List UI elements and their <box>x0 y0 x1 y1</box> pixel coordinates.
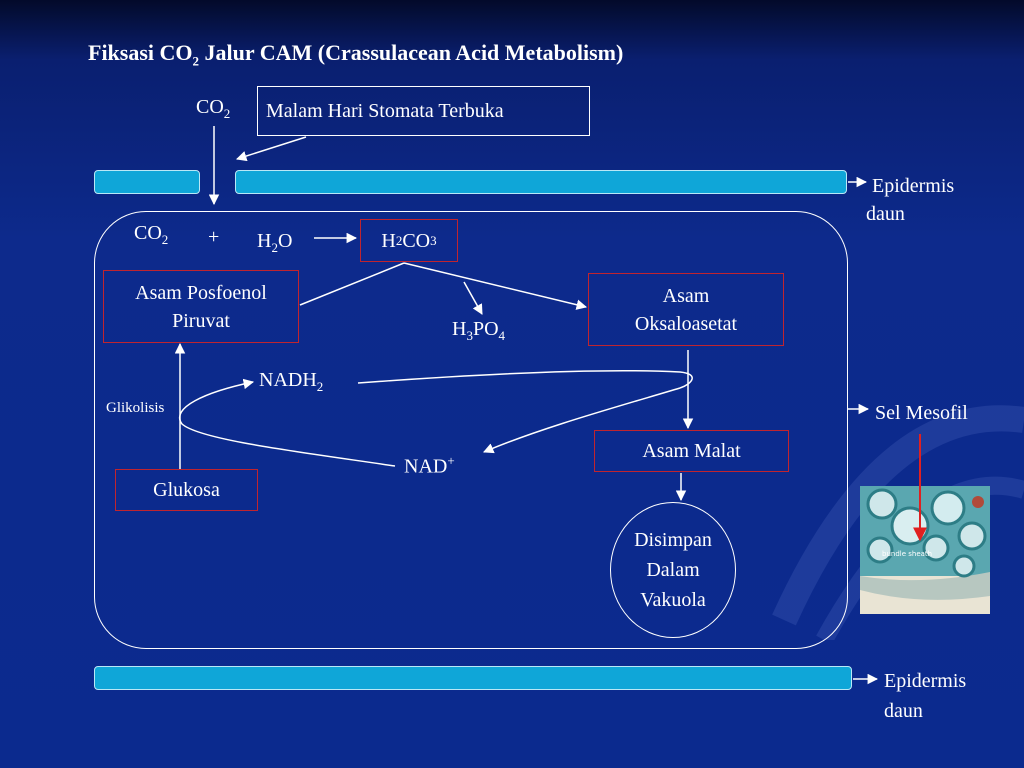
nad-to-nadh2-loop <box>179 378 396 467</box>
epidermis-top-bar-right <box>235 170 847 194</box>
h3po4-arrow <box>463 281 483 315</box>
plus-sign: + <box>208 226 220 248</box>
nadh2-label: NADH2 <box>259 369 324 394</box>
stomata-pointer-arrow <box>235 136 307 162</box>
slide-title: Fiksasi CO2 Jalur CAM (Crassulacean Acid… <box>88 40 624 69</box>
sel-mesofil-label: Sel Mesofil <box>875 402 968 424</box>
stomata-note-box: Malam Hari Stomata Terbuka <box>257 86 590 136</box>
h2co3-to-oaa-arrow <box>403 262 588 310</box>
epidermis-top-bar-left <box>94 170 200 194</box>
epidermis-bottom-bar <box>94 666 852 690</box>
h3po4-label: H3PO4 <box>452 318 506 343</box>
pep-to-h2co3-line <box>299 262 405 306</box>
co2-cell-label: CO2 <box>134 222 169 247</box>
to-nad-arrow <box>483 387 681 454</box>
mesophyll-cell-outline <box>94 211 848 649</box>
vacuole-circle: Disimpan Dalam Vakuola <box>610 502 736 638</box>
glukosa-box: Glukosa <box>115 469 258 511</box>
asam-malat-box: Asam Malat <box>594 430 789 472</box>
micrograph-label: bundle sheath <box>882 550 932 558</box>
nadh2-line <box>357 369 693 389</box>
glikolisis-label: Glikolisis <box>106 400 165 416</box>
mesophyll-micrograph: bundle sheath <box>860 486 990 614</box>
nad-plus-label: NAD+ <box>404 453 455 478</box>
h2o-label: H2O <box>257 230 293 255</box>
co2-top-label: CO2 <box>196 96 231 121</box>
